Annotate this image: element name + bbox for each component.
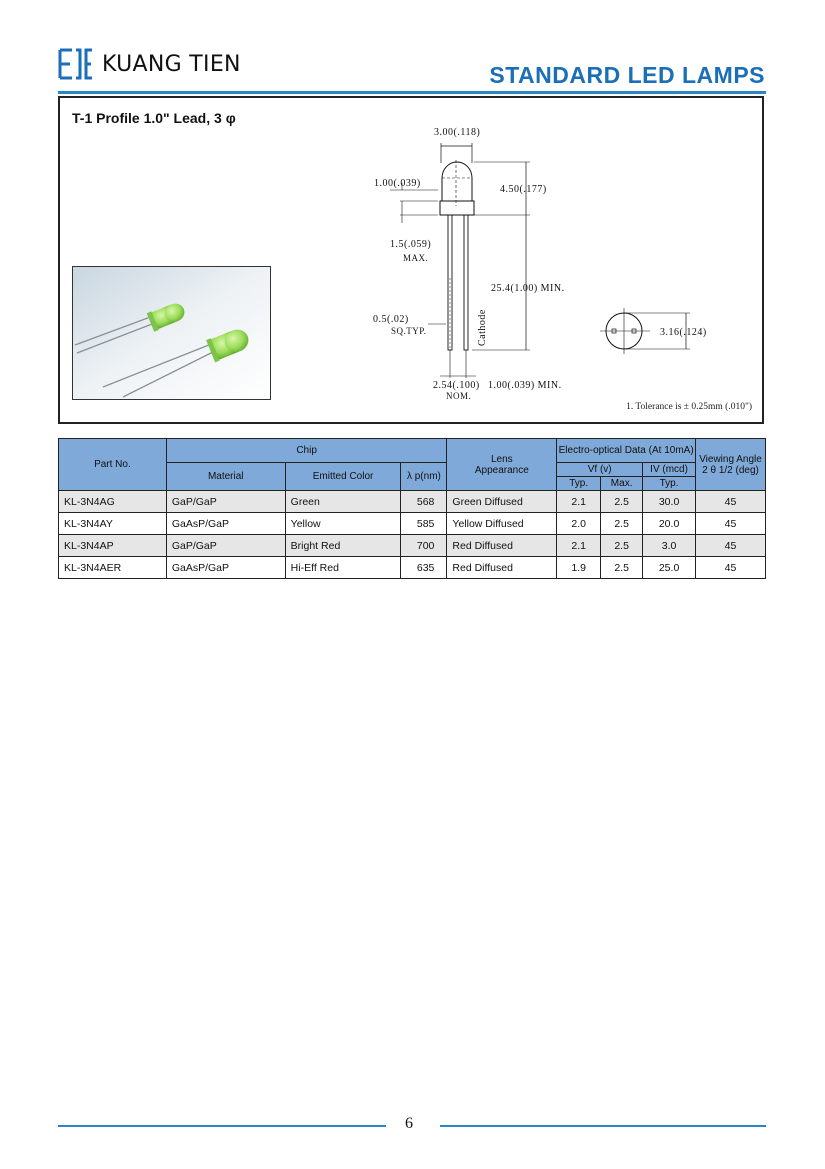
material-cell: GaAsP/GaP: [165, 556, 286, 579]
footer-rule-left: [58, 1125, 386, 1127]
part-no-cell: KL-3N4AP: [58, 534, 167, 557]
dim-lead-length-label: 25.4(1.00) MIN.: [491, 283, 565, 294]
spec-table: Part No. Chip Lens Appearance Electro-op…: [58, 438, 766, 579]
part-no-cell: KL-3N4AG: [58, 490, 167, 513]
color-cell: Hi-Eff Red: [284, 556, 402, 579]
header-vf-max: Max.: [600, 476, 644, 491]
header-viewing-angle: Viewing Angle 2 θ 1/2 (deg): [695, 438, 766, 491]
figure-title: T-1 Profile 1.0" Lead, 3 φ: [72, 110, 236, 126]
angle-cell: 45: [695, 512, 766, 535]
header-part-no: Part No.: [58, 438, 167, 491]
table-row: KL-3N4AG GaP/GaP Green 568 Green Diffuse…: [58, 490, 766, 513]
color-cell: Yellow: [284, 512, 402, 535]
material-cell: GaP/GaP: [165, 534, 286, 557]
page-number: 6: [405, 1115, 413, 1132]
part-no-cell: KL-3N4AY: [58, 512, 167, 535]
header-wavelength: λ p(nm): [400, 462, 448, 491]
material-cell: GaP/GaP: [165, 490, 286, 513]
header-lens: Lens Appearance: [446, 438, 558, 491]
header-iv-typ: Typ.: [642, 476, 697, 491]
header-material: Material: [165, 462, 286, 491]
table-row: KL-3N4AER GaAsP/GaP Hi-Eff Red 635 Red D…: [58, 556, 766, 579]
angle-cell: 45: [695, 490, 766, 513]
lens-cell: Red Diffused: [446, 556, 558, 579]
table-row: KL-3N4AP GaP/GaP Bright Red 700 Red Diff…: [58, 534, 766, 557]
cathode-label: Cathode: [477, 309, 488, 346]
lens-cell: Yellow Diffused: [446, 512, 558, 535]
color-cell: Bright Red: [284, 534, 402, 557]
header-emitted-color: Emitted Color: [284, 462, 402, 491]
footer-rule-right: [440, 1125, 766, 1127]
iv-typ-cell: 3.0: [642, 534, 697, 557]
material-cell: GaAsP/GaP: [165, 512, 286, 535]
vf-max-cell: 2.5: [600, 534, 644, 557]
dim-flange-label: 1.5(.059): [390, 239, 431, 250]
vf-max-cell: 2.5: [600, 556, 644, 579]
header-iv: IV (mcd): [642, 462, 697, 477]
company-logo: KUANG TIEN: [58, 47, 241, 81]
vf-max-cell: 2.5: [600, 490, 644, 513]
document-title: STANDARD LED LAMPS: [489, 62, 765, 88]
dim-lead-section-note: SQ.TYP.: [391, 326, 427, 336]
vf-max-cell: 2.5: [600, 512, 644, 535]
lens-cell: Green Diffused: [446, 490, 558, 513]
angle-cell: 45: [695, 534, 766, 557]
iv-typ-cell: 30.0: [642, 490, 697, 513]
company-name: KUANG TIEN: [102, 51, 241, 77]
vf-typ-cell: 1.9: [556, 556, 602, 579]
led-photo: [72, 266, 271, 400]
header-chip: Chip: [165, 438, 448, 463]
dim-flange-max: MAX.: [403, 253, 428, 263]
wavelength-cell: 585: [400, 512, 448, 535]
dim-lead-section-label: 0.5(.02): [373, 314, 409, 325]
dim-pitch-note: NOM.: [446, 391, 471, 401]
kuang-tien-logo-icon: [58, 48, 92, 80]
dim-gap-label: 1.00(.039) MIN.: [488, 380, 562, 391]
header-vf: Vf (v): [556, 462, 644, 477]
tolerance-note: 1. Tolerance is ± 0.25mm (.010"): [626, 402, 752, 412]
dim-diameter-label: 3.16(.124): [660, 327, 707, 338]
figure-panel: T-1 Profile 1.0" Lead, 3 φ: [58, 96, 764, 424]
angle-cell: 45: [695, 556, 766, 579]
wavelength-cell: 635: [400, 556, 448, 579]
table-row: KL-3N4AY GaAsP/GaP Yellow 585 Yellow Dif…: [58, 512, 766, 535]
part-no-cell: KL-3N4AER: [58, 556, 167, 579]
wavelength-cell: 700: [400, 534, 448, 557]
header-eo: Electro-optical Data (At 10mA): [556, 438, 697, 463]
dim-dome-label: 1.00(.039): [374, 178, 421, 189]
dim-width-label: 3.00(.118): [434, 127, 480, 138]
header-vf-typ: Typ.: [556, 476, 602, 491]
vf-typ-cell: 2.1: [556, 490, 602, 513]
led-photo-image: [73, 267, 270, 399]
vf-typ-cell: 2.1: [556, 534, 602, 557]
color-cell: Green: [284, 490, 402, 513]
iv-typ-cell: 25.0: [642, 556, 697, 579]
header-rule: [58, 91, 766, 94]
dim-body-height-label: 4.50(.177): [500, 184, 547, 195]
wavelength-cell: 568: [400, 490, 448, 513]
vf-typ-cell: 2.0: [556, 512, 602, 535]
iv-typ-cell: 20.0: [642, 512, 697, 535]
dim-pitch-label: 2.54(.100): [433, 380, 480, 391]
led-dimension-drawing: 3.00(.118) 1.00(.039) 1.5(.059) MAX. 4.: [373, 127, 707, 401]
lens-cell: Red Diffused: [446, 534, 558, 557]
